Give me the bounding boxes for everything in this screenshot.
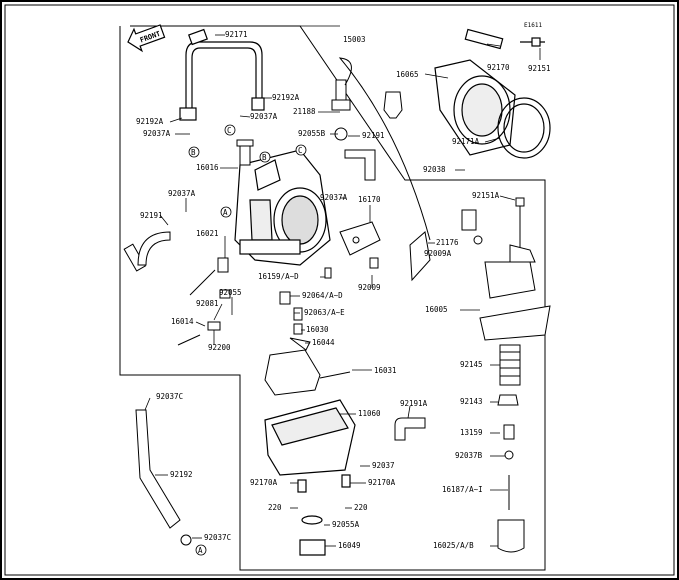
callout-a-circle-1 <box>220 206 232 218</box>
diagram-code: E1611 <box>524 22 542 29</box>
label-15003: 15003 <box>343 35 366 44</box>
callout-a-2: A <box>198 546 203 555</box>
label-92171A: 92171A <box>452 137 480 146</box>
float <box>264 349 351 396</box>
label-16044: 16044 <box>312 338 335 347</box>
label-16014: 16014 <box>171 317 194 326</box>
callout-c-1: C <box>227 126 232 135</box>
callout-c-2: C <box>298 146 303 155</box>
label-92192A-right: 92192A <box>272 93 300 102</box>
label-92037A-4: 92037A <box>320 193 348 202</box>
callout-b-circle-2 <box>259 151 271 163</box>
label-13159: 13159 <box>460 428 483 437</box>
left-small-parts <box>123 139 254 346</box>
callout-circles <box>188 124 307 556</box>
label-92151: 92151 <box>528 64 551 73</box>
callout-b-circle-1 <box>188 146 200 158</box>
label-220-left: 220 <box>268 503 282 512</box>
label-16049: 16049 <box>338 541 361 550</box>
label-220-right: 220 <box>354 503 368 512</box>
front-arrow-icon: FRONT <box>127 24 166 53</box>
label-92055: 92055 <box>219 288 242 297</box>
label-92055A: 92055A <box>332 520 360 529</box>
label-92143: 92143 <box>460 397 483 406</box>
carburetor-body <box>234 149 331 266</box>
label-92145: 92145 <box>460 360 483 369</box>
label-92037C-bottom: 92037C <box>204 533 231 542</box>
label-92081: 92081 <box>196 299 219 308</box>
part-labels: 92171 15003 16065 92170 92151 92192A 921… <box>136 30 551 550</box>
right-column-parts <box>497 344 525 553</box>
label-92037: 92037 <box>372 461 395 470</box>
label-16030: 16030 <box>306 325 329 334</box>
vent-tube-upper <box>179 28 265 121</box>
label-16065: 16065 <box>396 70 419 79</box>
label-92151A: 92151A <box>472 191 500 200</box>
label-16159: 16159/A~D <box>258 272 299 281</box>
label-21176: 21176 <box>436 238 459 247</box>
label-16005: 16005 <box>425 305 448 314</box>
callout-a-1: A <box>223 208 228 217</box>
float-bowl <box>264 399 356 556</box>
top-jet-parts <box>331 57 431 241</box>
top-cover-assembly <box>461 197 551 341</box>
callout-b-2: B <box>262 153 267 162</box>
label-92037A-3: 92037A <box>168 189 196 198</box>
callout-a-circle-2 <box>195 544 207 556</box>
label-92009A: 92009A <box>424 249 452 258</box>
label-92170A-right: 92170A <box>368 478 396 487</box>
label-92171: 92171 <box>225 30 248 39</box>
label-92037A-1: 92037A <box>250 112 278 121</box>
label-16187: 16187/A~I <box>442 485 483 494</box>
label-92009: 92009 <box>358 283 381 292</box>
inner-frame <box>4 4 675 576</box>
label-92037C-top: 92037C <box>156 392 183 401</box>
label-92170: 92170 <box>487 63 510 72</box>
drain-tube-right <box>394 417 426 441</box>
assembly-boundary <box>119 25 546 571</box>
callout-c-circle-1 <box>224 124 236 136</box>
center-jets <box>279 291 311 351</box>
label-16016: 16016 <box>196 163 219 172</box>
throttle-linkage <box>324 221 431 282</box>
leader-lines <box>144 25 541 547</box>
label-16025: 16025/A/B <box>433 541 474 550</box>
label-92063: 92063/A~E <box>304 308 345 317</box>
label-92191-left: 92191 <box>140 211 163 220</box>
label-92191A: 92191A <box>400 399 428 408</box>
label-16031: 16031 <box>374 366 397 375</box>
label-92038: 92038 <box>423 165 446 174</box>
label-92064: 92064/A~D <box>302 291 343 300</box>
label-92037A-2: 92037A <box>143 129 171 138</box>
label-16021: 16021 <box>196 229 219 238</box>
intake-boot <box>434 28 551 159</box>
label-92192A-left: 92192A <box>136 117 164 126</box>
label-92191: 92191 <box>362 131 385 140</box>
callout-b-1: B <box>191 148 196 157</box>
label-21188: 21188 <box>293 107 316 116</box>
drain-tube-lower <box>135 409 192 546</box>
label-92170A-left: 92170A <box>250 478 278 487</box>
label-92055B: 92055B <box>298 129 326 138</box>
label-92200: 92200 <box>208 343 231 352</box>
label-11060: 11060 <box>358 409 381 418</box>
label-92037B: 92037B <box>455 451 483 460</box>
callout-c-circle-2 <box>295 144 307 156</box>
label-16170: 16170 <box>358 195 381 204</box>
label-92192: 92192 <box>170 470 193 479</box>
